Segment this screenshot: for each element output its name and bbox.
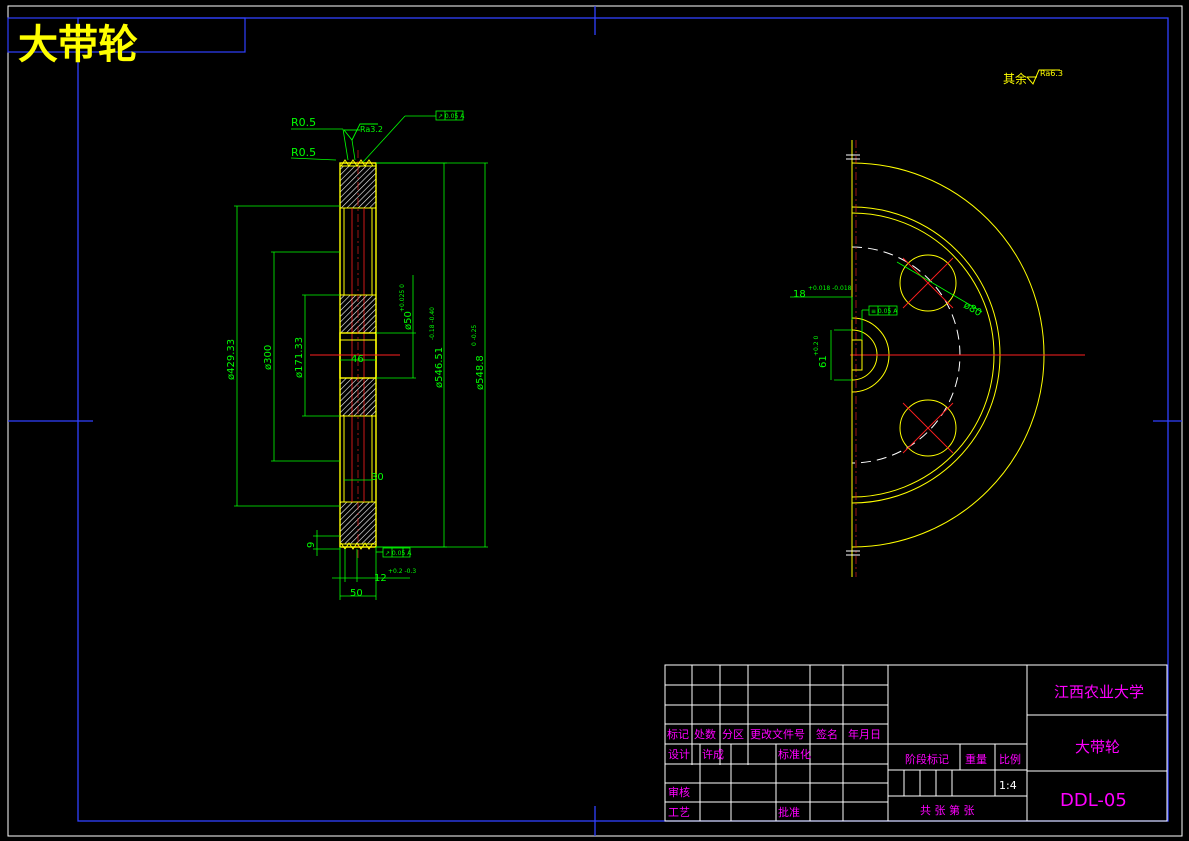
svg-text:30: 30 (371, 472, 384, 483)
svg-text:ø548.8: ø548.8 (475, 355, 486, 390)
header-title-box (7, 17, 246, 53)
svg-text:其余: 其余 (1003, 71, 1027, 86)
svg-text:46: 46 (351, 354, 364, 365)
svg-text:审核: 审核 (668, 785, 690, 799)
svg-text:ø50: ø50 (403, 311, 414, 330)
surface-roughness-note: 其余 Ra6.3 (1003, 69, 1063, 86)
svg-text:+0.018 -0.018: +0.018 -0.018 (808, 285, 852, 292)
svg-text:标准化: 标准化 (778, 747, 811, 761)
svg-text:61: 61 (818, 355, 829, 368)
scale-value: 1:4 (999, 779, 1017, 792)
svg-text:Ra3.2: Ra3.2 (360, 125, 383, 134)
svg-text:↗ 0.05 A: ↗ 0.05 A (438, 113, 465, 120)
svg-text:+0.025 0: +0.025 0 (399, 284, 406, 312)
svg-text:ø171.33: ø171.33 (294, 337, 305, 378)
svg-text:批准: 批准 (778, 805, 800, 819)
svg-text:-0.18 -0.40: -0.18 -0.40 (429, 307, 436, 340)
svg-text:+0.2 0: +0.2 0 (813, 336, 820, 356)
radius-label-1: R0.5 (291, 116, 316, 129)
svg-text:标记: 标记 (667, 727, 689, 741)
svg-text:Ra6.3: Ra6.3 (1040, 69, 1063, 78)
svg-text:50: 50 (350, 588, 363, 599)
svg-text:9: 9 (306, 542, 317, 548)
section-view: R0.5 R0.5 Ra3.2 ↗ 0.05 A ↗ 0.05 A (226, 110, 488, 600)
svg-text:ø429.33: ø429.33 (226, 339, 237, 380)
svg-text:ø80: ø80 (962, 300, 984, 319)
svg-text:签名: 签名 (816, 727, 838, 741)
svg-text:工艺: 工艺 (668, 806, 690, 819)
outer-border (7, 5, 1183, 837)
svg-text:设计: 设计 (668, 748, 690, 761)
svg-text:分区: 分区 (722, 728, 744, 741)
svg-text:阶段标记: 阶段标记 (905, 752, 949, 766)
svg-text:DDL-05: DDL-05 (1060, 790, 1127, 811)
svg-text:0 -0.25: 0 -0.25 (471, 325, 478, 346)
svg-text:比例: 比例 (999, 752, 1021, 766)
svg-text:重量: 重量 (965, 752, 987, 766)
svg-text:大带轮: 大带轮 (1075, 738, 1120, 756)
header-title: 大带轮 (18, 22, 138, 68)
svg-text:12: 12 (374, 573, 387, 584)
title-block-text: 标记 处数 分区 更改文件号 签名 年月日 设计 许成 标准化 审核 工艺 批准… (667, 683, 1144, 819)
radius-label-2: R0.5 (291, 146, 316, 159)
svg-text:ø546.51: ø546.51 (434, 347, 445, 388)
svg-text:江西农业大学: 江西农业大学 (1054, 683, 1144, 701)
svg-text:↗ 0.05 A: ↗ 0.05 A (385, 550, 412, 557)
svg-text:许成: 许成 (702, 748, 724, 761)
svg-text:更改文件号: 更改文件号 (750, 727, 805, 741)
svg-text:+0.2 -0.3: +0.2 -0.3 (388, 568, 416, 575)
svg-text:18: 18 (793, 289, 806, 300)
svg-text:处数: 处数 (694, 728, 716, 741)
inner-border (77, 17, 1169, 822)
title-block (664, 664, 1168, 822)
front-view: ø80 18 +0.018 -0.018 61 +0.2 0 ≡ 0.05 A (790, 140, 1085, 577)
svg-text:≡ 0.05 A: ≡ 0.05 A (871, 308, 898, 315)
svg-text:共 张 第 张: 共 张 第 张 (920, 803, 975, 817)
svg-text:年月日: 年月日 (848, 727, 881, 741)
svg-text:ø300: ø300 (263, 345, 274, 370)
